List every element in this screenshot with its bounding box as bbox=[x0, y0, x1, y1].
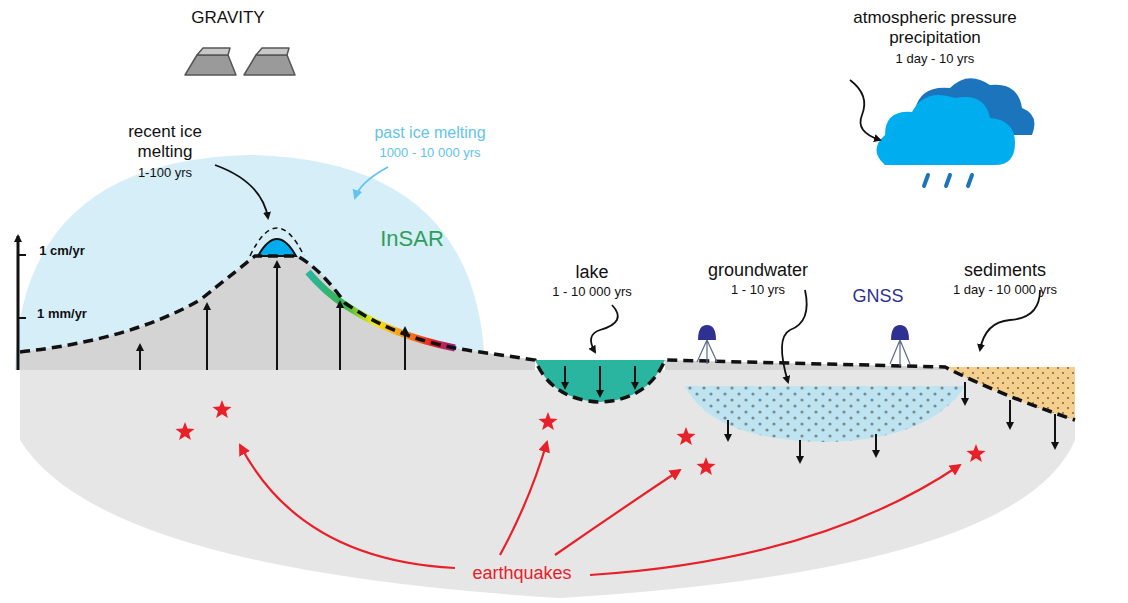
sediment-label: sediments bbox=[964, 260, 1046, 281]
instrument-label: GNSS bbox=[852, 286, 903, 307]
earthquake-star bbox=[213, 400, 232, 418]
satellite-label: GRAVITY bbox=[191, 8, 264, 28]
earthquake-star bbox=[677, 427, 696, 445]
weather-label: atmospheric pressure precipitation bbox=[843, 8, 1028, 47]
time-range: 1 day - 10 000 yrs bbox=[953, 283, 1057, 298]
time-range: 1 - 10 yrs bbox=[731, 283, 785, 298]
earthquake-star bbox=[967, 444, 986, 462]
scale-label: 1 cm/yr bbox=[39, 244, 85, 259]
earthquake-star bbox=[176, 422, 195, 440]
ice-label: recent ice melting bbox=[110, 122, 220, 161]
time-range: 1 - 10 000 yrs bbox=[552, 285, 632, 300]
time-range: 1 day - 10 yrs bbox=[896, 52, 975, 67]
time-range: 1-100 yrs bbox=[138, 166, 192, 181]
ice-label: past ice melting bbox=[374, 124, 485, 142]
lake-label: lake bbox=[575, 262, 608, 283]
earthquake-star bbox=[697, 457, 716, 475]
earthquake-label: earthquakes bbox=[472, 563, 571, 584]
groundwater-label: groundwater bbox=[708, 260, 808, 281]
scale-label: 1 mm/yr bbox=[37, 307, 87, 322]
instrument-label: InSAR bbox=[380, 226, 444, 251]
time-range: 1000 - 10 000 yrs bbox=[379, 146, 480, 161]
earthquake-star bbox=[539, 412, 558, 430]
